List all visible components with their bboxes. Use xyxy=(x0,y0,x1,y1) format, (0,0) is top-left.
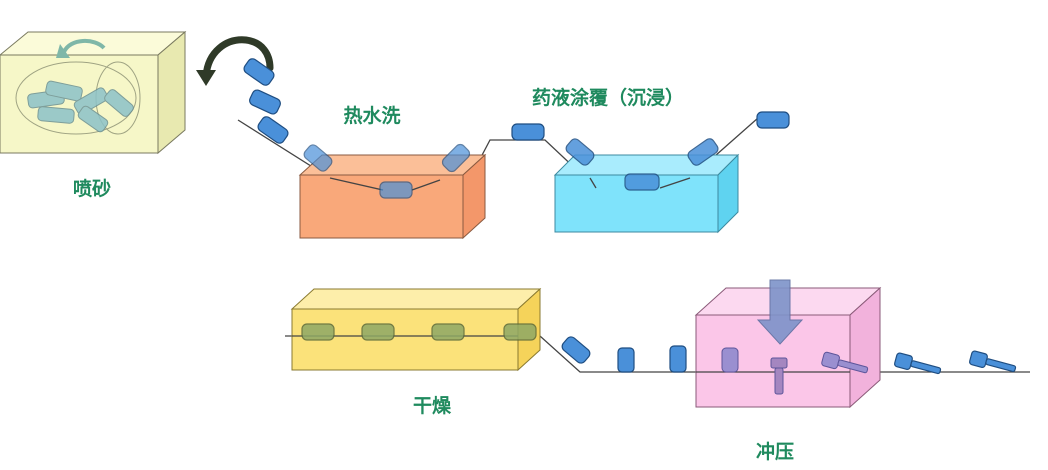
coating-tank xyxy=(553,138,740,234)
falling-parts xyxy=(243,58,289,144)
conveyor-parts xyxy=(561,336,687,373)
rotate-arrow-icon xyxy=(62,39,106,54)
label-hot-wash: 热水洗 xyxy=(343,104,400,127)
hot-wash-tank xyxy=(298,143,487,240)
label-drying: 干燥 xyxy=(413,395,452,417)
stamping-press xyxy=(694,279,882,409)
press-down-arrow-icon xyxy=(756,279,804,345)
sandblast-box xyxy=(0,30,187,155)
label-coating: 药液涂覆（沉浸） xyxy=(532,86,684,109)
label-stamping: 冲压 xyxy=(756,440,794,463)
drying-oven xyxy=(290,287,542,372)
part-between-tanks xyxy=(511,123,545,141)
finished-parts xyxy=(894,350,1017,375)
label-sandblast: 喷砂 xyxy=(73,178,111,200)
transfer-curve-arrow-icon xyxy=(202,36,274,80)
part-exiting-coating xyxy=(756,111,790,129)
